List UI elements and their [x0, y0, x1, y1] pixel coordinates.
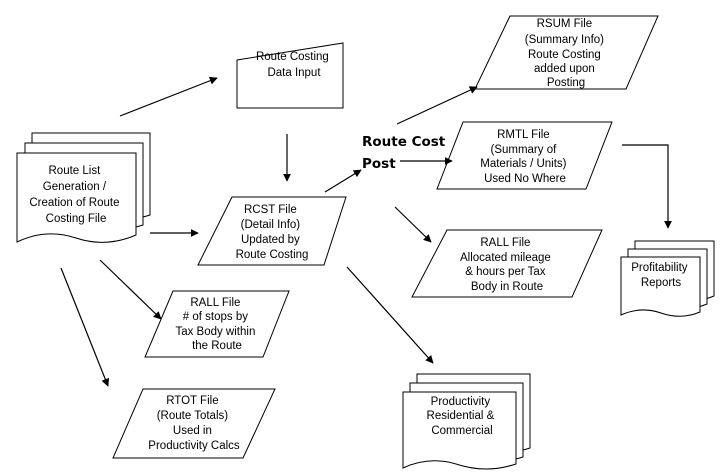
rall-mileage-line: RALL File [480, 237, 530, 249]
rmtl-file-line: RMTL File [497, 129, 550, 141]
route-costing-input-line: Route Costing [256, 51, 329, 63]
route-list-document-stack: Route List Generation / Creation of Rout… [16, 132, 151, 243]
rall-mileage-line: & hours per Tax [465, 266, 546, 278]
rmtl-file-line: (Summary of [490, 144, 557, 156]
rall-file-mileage-text: RALL File Allocated mileage & hours per … [460, 237, 554, 293]
rsum-file-box: RSUM File (Summary Info) Route Costing a… [474, 15, 659, 90]
route-list-line: Costing File [46, 213, 107, 225]
rsum-file-line: added upon [534, 63, 595, 75]
rmtl-file-box: RMTL File (Summary of Materials / Units)… [436, 121, 613, 190]
rall-stops-line: RALL File [190, 297, 240, 309]
rall-stops-line: # of stops by [183, 311, 248, 323]
route-cost-post-line: Route Cost [362, 134, 446, 150]
rall-file-stops-box: RALL File # of stops by Tax Body within … [144, 290, 290, 358]
route-list-line: Generation / [43, 181, 107, 193]
productivity-line: Residential & [427, 410, 495, 422]
productivity-report-document-stack: Productivity Residential & Commercial [402, 373, 531, 470]
arrow-route-list-to-rtot [60, 267, 110, 387]
profitability-line: Profitability [631, 262, 687, 274]
rtot-file-box: RTOT File (Route Totals) Used in Product… [112, 388, 276, 459]
rcst-file-line: (Detail Info) [241, 219, 301, 231]
profitability-report-text: Profitability Reports [631, 262, 690, 289]
rall-mileage-line: Body in Route [471, 281, 543, 293]
route-cost-post-line: Post [362, 156, 396, 172]
route-list-line: Creation of Route [29, 197, 119, 209]
route-cost-post-label: Route Cost Post [362, 134, 450, 172]
rsum-file-line: RSUM File [537, 18, 593, 30]
productivity-report-text: Productivity Residential & Commercial [427, 396, 498, 437]
route-list-line: Route List [49, 165, 102, 177]
rall-stops-line: the Route [192, 340, 242, 352]
rtot-file-line: Used in [173, 425, 212, 437]
arrow-route-list-to-rall-stops [99, 259, 162, 320]
connectors [60, 76, 672, 387]
route-costing-input-line: Data Input [267, 67, 321, 79]
arrow-rcst-to-productivity [346, 266, 434, 364]
productivity-line: Productivity [431, 396, 491, 408]
rcst-file-text: RCST File (Detail Info) Updated by Route… [236, 204, 309, 261]
productivity-line: Commercial [431, 425, 492, 437]
rsum-file-line: Posting [547, 77, 585, 89]
rtot-file-line: RTOT File [166, 395, 218, 407]
route-list-text: Route List Generation / Creation of Rout… [29, 165, 122, 225]
rcst-file-line: Route Costing [236, 249, 309, 261]
rcst-file-line: Updated by [241, 234, 300, 246]
rcst-file-line: RCST File [244, 204, 297, 216]
rsum-file-line: (Summary Info) [525, 34, 604, 46]
rsum-file-line: Route Costing [528, 49, 601, 61]
route-costing-data-input-box: Route Costing Data Input [236, 42, 344, 109]
rall-file-stops-text: RALL File # of stops by Tax Body within … [175, 297, 258, 352]
rall-stops-line: Tax Body within [175, 326, 255, 338]
profitability-report-document-stack: Profitability Reports [620, 240, 715, 317]
rall-file-mileage-box: RALL File Allocated mileage & hours per … [411, 229, 603, 298]
arrow-post-to-rall-mileage [394, 206, 432, 243]
arrow-rcst-to-post [324, 169, 362, 193]
arrow-post-to-rsum [396, 86, 478, 125]
rmtl-file-line: Materials / Units) [480, 158, 566, 170]
rall-mileage-line: Allocated mileage [460, 252, 551, 264]
profitability-line: Reports [641, 277, 682, 289]
route-costing-input-text: Route Costing Data Input [256, 51, 332, 79]
rtot-file-line: Productivity Calcs [148, 440, 240, 452]
rtot-file-line: (Route Totals) [157, 410, 229, 422]
rmtl-file-line: Used No Where [484, 173, 566, 185]
arrow-rmtl-to-profitability [622, 144, 672, 229]
arrow-route-list-to-data-input [119, 76, 218, 117]
rmtl-file-text: RMTL File (Summary of Materials / Units)… [480, 129, 569, 185]
rsum-file-text: RSUM File (Summary Info) Route Costing a… [525, 18, 607, 89]
rcst-file-box: RCST File (Detail Info) Updated by Route… [197, 196, 347, 266]
rtot-file-text: RTOT File (Route Totals) Used in Product… [148, 395, 240, 452]
